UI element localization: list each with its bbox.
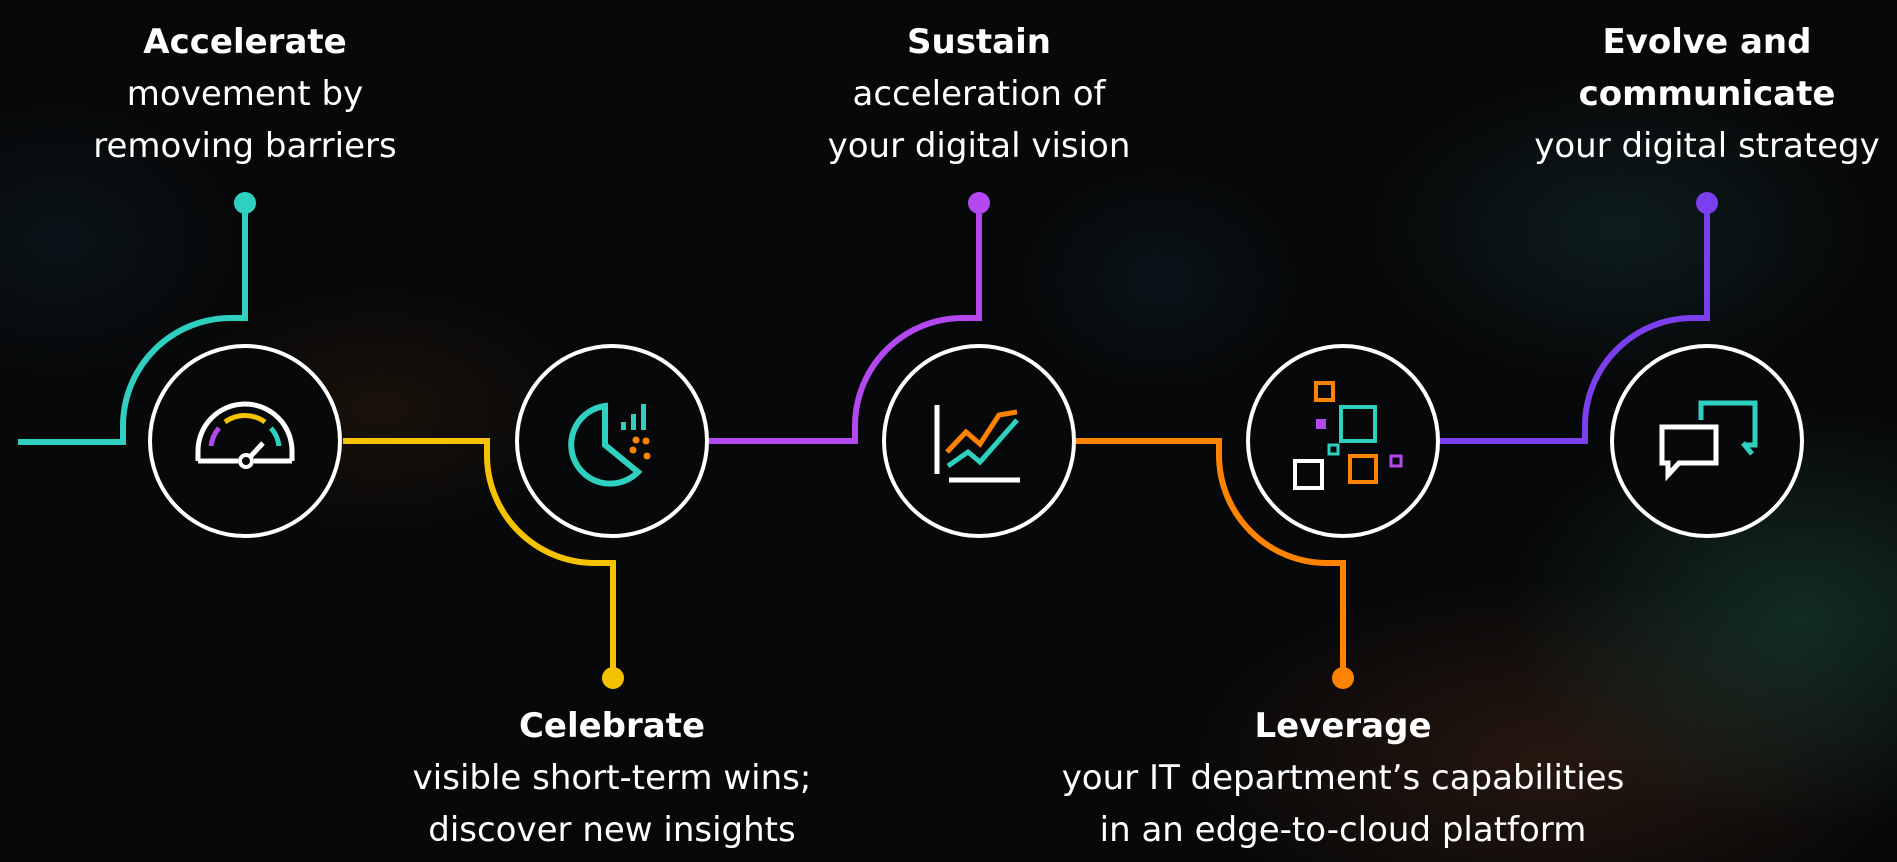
- step-description-line: discover new insights: [428, 810, 796, 850]
- step-description-line: your digital vision: [827, 126, 1131, 166]
- step-label-evolve: Evolve and communicate your digital stra…: [1517, 16, 1897, 172]
- step-description-line: removing barriers: [93, 126, 397, 166]
- connector-sustain: [708, 205, 982, 444]
- step-description-line: visible short-term wins;: [412, 758, 812, 798]
- step-label-accelerate: Accelerate movement by removing barriers: [45, 16, 445, 172]
- speedometer-icon: [195, 401, 295, 469]
- squares-network-icon: [1293, 381, 1403, 490]
- step-description-line: your IT department’s capabilities: [1061, 758, 1625, 798]
- step-title: Celebrate: [518, 706, 706, 746]
- connector-dot-evolve: [1696, 192, 1718, 214]
- connector-evolve: [1439, 205, 1710, 444]
- step-title-line: communicate: [1578, 74, 1836, 114]
- step-description-line: in an edge-to-cloud platform: [1099, 810, 1587, 850]
- step-label-celebrate: Celebrate visible short-term wins; disco…: [362, 700, 862, 856]
- pie-chart-icon: [568, 402, 651, 487]
- connector-celebrate: [343, 438, 616, 676]
- step-description-line: your digital strategy: [1534, 126, 1880, 166]
- step-label-sustain: Sustain acceleration of your digital vis…: [779, 16, 1179, 172]
- connector-dot-celebrate: [602, 667, 624, 689]
- chat-bubbles-icon: [1659, 400, 1758, 482]
- connector-leverage: [1075, 438, 1346, 676]
- step-title-line: Evolve and: [1602, 22, 1812, 62]
- connector-dot-sustain: [968, 192, 990, 214]
- step-label-leverage: Leverage your IT department’s capabiliti…: [1043, 700, 1643, 856]
- line-chart-icon: [934, 405, 1020, 483]
- step-circle-celebrate: [515, 344, 709, 538]
- step-circle-accelerate: [148, 344, 342, 538]
- step-title: Sustain: [907, 22, 1051, 62]
- connector-dot-accelerate: [234, 192, 256, 214]
- step-circle-evolve: [1610, 344, 1804, 538]
- step-title: Leverage: [1254, 706, 1432, 746]
- step-description-line: acceleration of: [852, 74, 1106, 114]
- connector-accelerate: [18, 205, 248, 445]
- step-description-line: movement by: [126, 74, 364, 114]
- step-title: Accelerate: [143, 22, 347, 62]
- connector-dot-leverage: [1332, 667, 1354, 689]
